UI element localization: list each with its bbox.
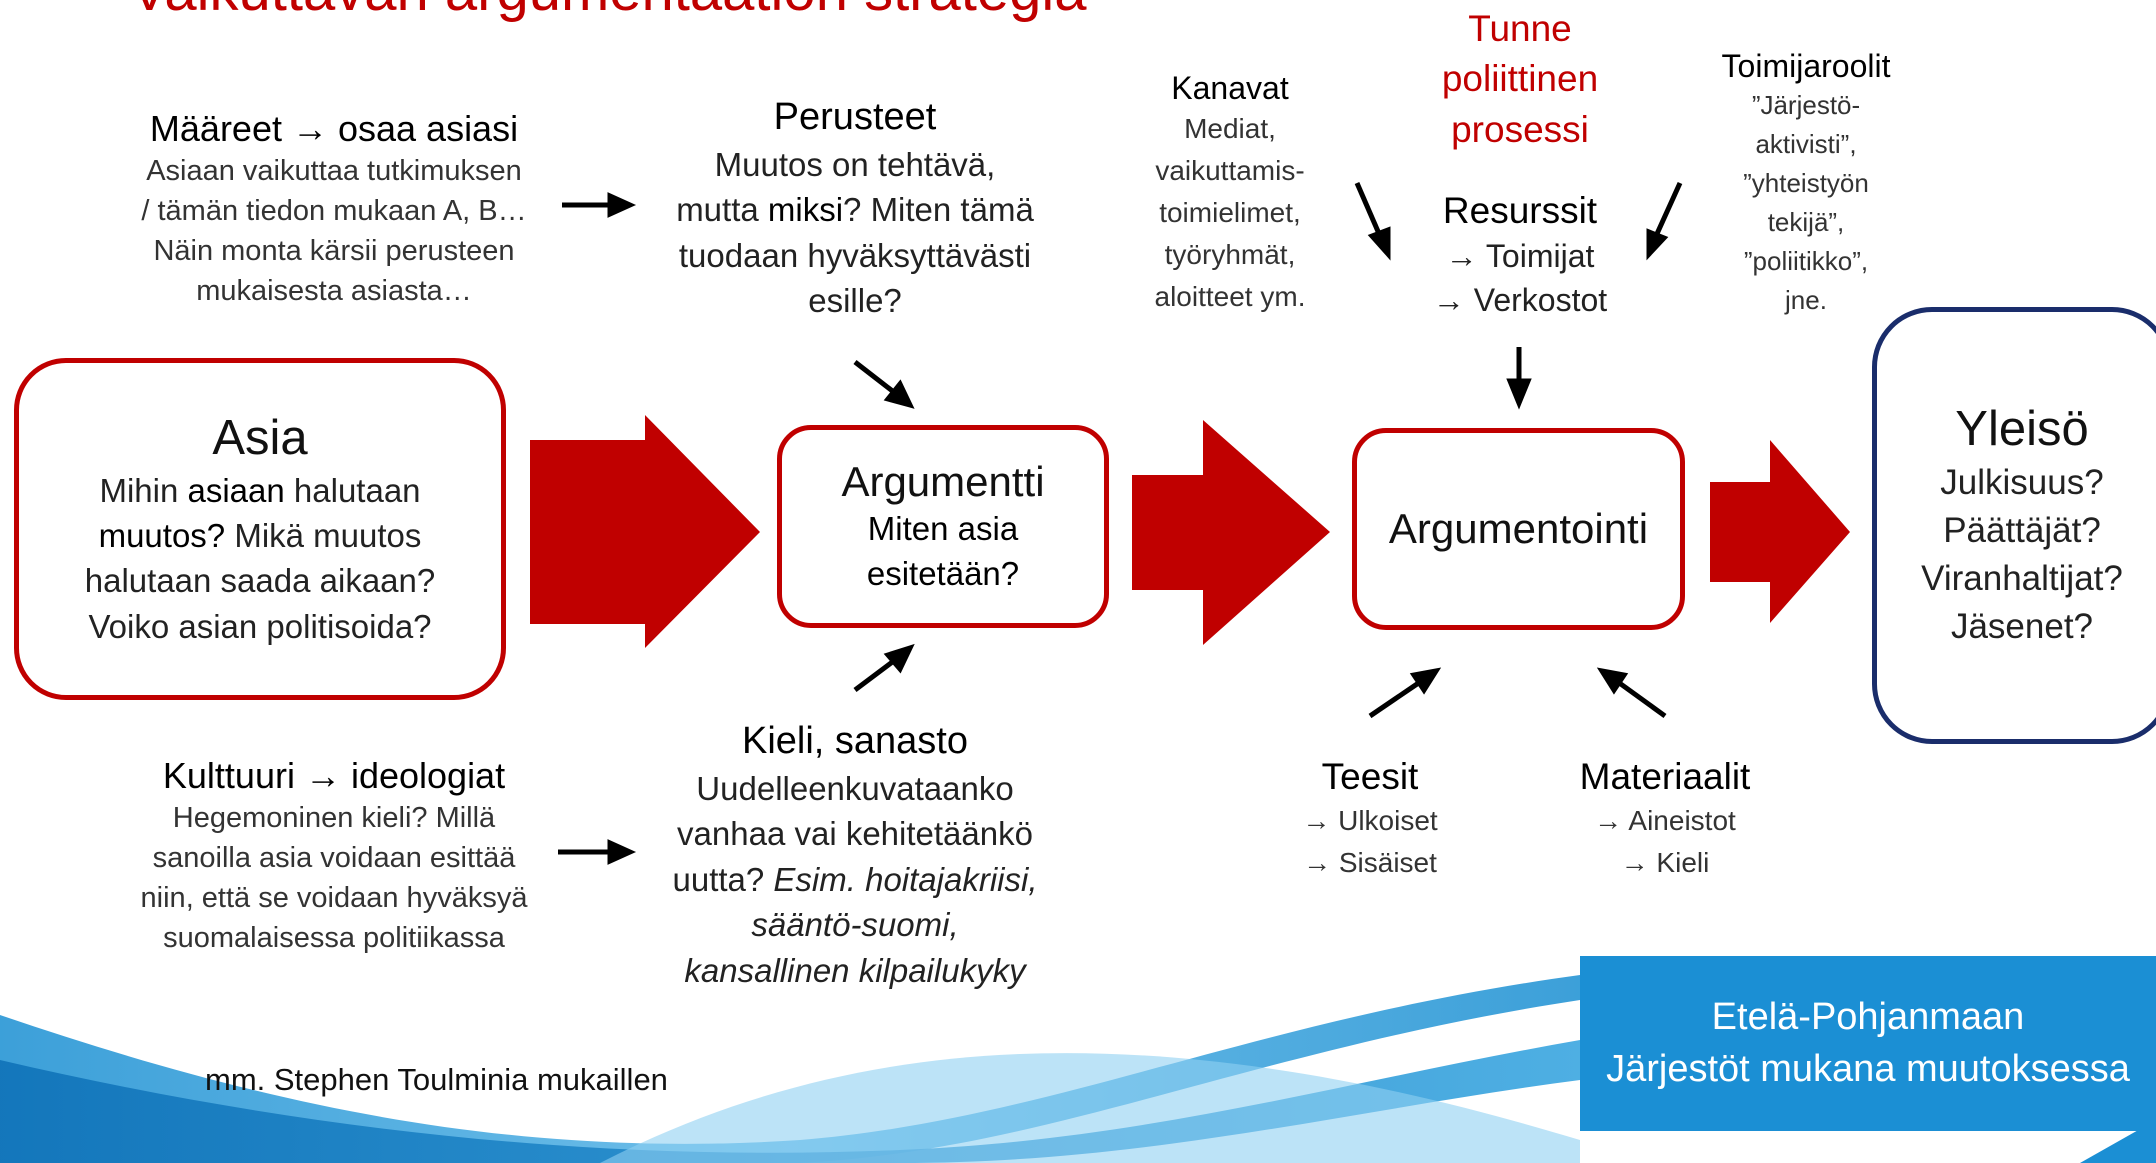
argumentti-title: Argumentti	[841, 457, 1045, 505]
argumentointi-box: Argumentointi	[1352, 428, 1685, 630]
asia-box: Asia Mihin asiaan halutaan muutos? Mikä …	[14, 358, 506, 700]
kulttuuri-block: Kulttuuri → ideologiat Hegemoninen kieli…	[140, 755, 528, 955]
yleiso-title: Yleisö	[1955, 402, 2089, 457]
argumentointi-title: Argumentointi	[1388, 504, 1649, 552]
kieli-block: Kieli, sanasto Uudelleenkuvataanko vanha…	[672, 720, 1038, 989]
tunne-block: Tunne poliittinen prosessi	[1441, 8, 1599, 150]
asia-title: Asia	[212, 411, 308, 466]
asia-text: Mihin asiaan halutaan muutos? Mikä muuto…	[84, 471, 436, 645]
kanavat-block: Kanavat Mediat, vaikuttamis- toimielimet…	[1154, 70, 1306, 312]
materiaalit-block: Materiaalit → Aineistot → Kieli	[1579, 756, 1751, 879]
maareet-block: Määreet → osaa asiasi Asiaan vaikuttaa t…	[141, 108, 527, 308]
credit-text: mm. Stephen Toulminia mukaillen	[205, 1062, 668, 1097]
input-arrows	[558, 181, 1683, 865]
argumentti-box: Argumentti Miten asia esitetään?	[777, 425, 1109, 628]
resurssit-block: Resurssit → Toimijat → Verkostot	[1432, 190, 1608, 319]
flow-arrow-3	[1710, 440, 1850, 623]
toimijaroolit-block: Toimijaroolit ”Järjestö- aktivisti”, ”yh…	[1721, 48, 1891, 315]
flow-arrow-1	[530, 415, 760, 648]
page-title: Vaikuttavan argumentaation strategia	[130, 0, 1087, 20]
argumentti-l1: Miten asia	[867, 510, 1019, 548]
organization-logo: Etelä-Pohjanmaan Järjestöt mukana muutok…	[1580, 956, 2156, 1131]
teesit-block: Teesit → Ulkoiset → Sisäiset	[1302, 756, 1438, 879]
flow-arrow-2	[1132, 420, 1330, 645]
argumentti-l2: esitetään?	[866, 554, 1020, 592]
yleiso-box: Yleisö Julkisuus? Päättäjät? Viranhaltij…	[1872, 307, 2156, 744]
perusteet-block: Perusteet Muutos on tehtävä, mutta miksi…	[676, 96, 1034, 320]
